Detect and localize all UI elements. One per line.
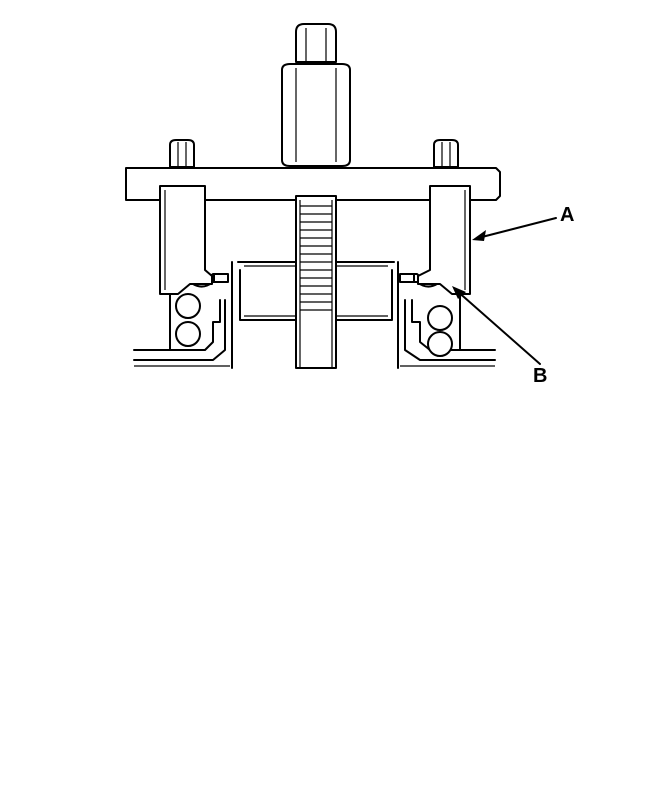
puller-jaws — [159, 185, 471, 295]
threaded-bolt — [295, 195, 337, 369]
top-nut — [281, 23, 351, 167]
callout-label-a: A — [560, 204, 575, 226]
callout-label-b: B — [533, 365, 548, 387]
leader-lines — [452, 217, 557, 365]
crossbar-studs — [169, 139, 459, 168]
puller-crossbar — [125, 167, 501, 201]
